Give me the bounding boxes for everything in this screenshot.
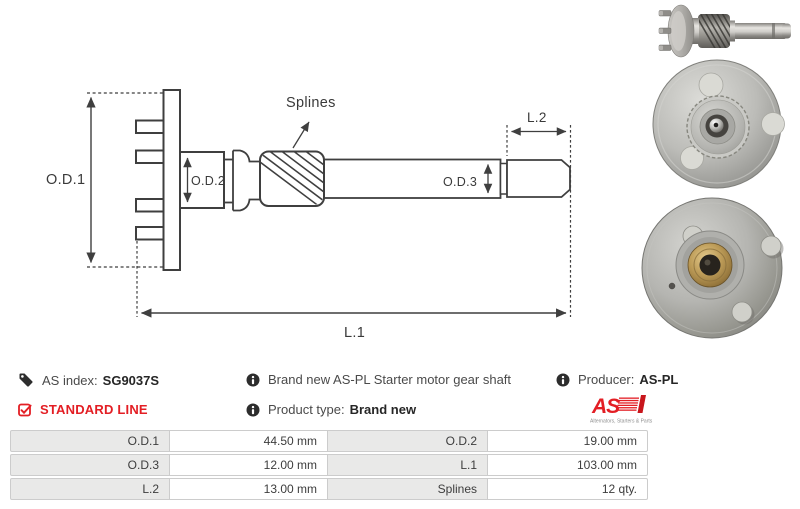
product-type-row: Product type: Brand new [246, 402, 416, 417]
info-icon [246, 373, 260, 386]
spec-value: 12.00 mm [170, 454, 328, 476]
shaft-outline [309, 158, 502, 199]
description-row: Brand new AS-PL Starter motor gear shaft [246, 372, 511, 387]
flange-rear-photo [641, 197, 784, 339]
shaft-end [499, 159, 571, 198]
splines-section [259, 150, 325, 207]
gear-shaft-photo [658, 4, 791, 58]
as-index-row: AS index: SG9037S [18, 372, 159, 388]
as-index-label: AS index: [42, 372, 98, 388]
table-row: L.2 13.00 mm Splines 12 qty. [10, 478, 648, 500]
spec-value: 19.00 mm [488, 430, 648, 452]
label-od2: O.D.2 [191, 174, 225, 188]
producer-value: AS-PL [639, 372, 679, 387]
spec-label: O.D.3 [10, 454, 170, 476]
checkbox-checked-icon [18, 403, 32, 416]
logo-stripes [616, 395, 646, 413]
spec-label: O.D.2 [328, 430, 488, 452]
table-row: O.D.1 44.50 mm O.D.2 19.00 mm [10, 430, 648, 452]
thrust-collar [232, 149, 261, 212]
technical-drawing: O.D.1 O.D.2 O.D.3 Splines L.2 L.1 [46, 89, 572, 341]
producer-label: Producer: [578, 372, 635, 387]
as-index-value: SG9037S [102, 372, 160, 388]
info-icon [246, 403, 260, 416]
standard-line-badge: STANDARD LINE [40, 402, 148, 417]
spec-value: 12 qty. [488, 478, 648, 500]
logo-text: AS [591, 395, 620, 418]
spec-label: L.2 [10, 478, 170, 500]
product-type-value: Brand new [349, 402, 417, 417]
flange-front-photo [652, 59, 785, 189]
product-description: Brand new AS-PL Starter motor gear shaft [268, 372, 512, 387]
label-l2: L.2 [527, 110, 547, 125]
tag-icon [19, 373, 33, 387]
label-od1: O.D.1 [46, 172, 85, 188]
specs-table: O.D.1 44.50 mm O.D.2 19.00 mm O.D.3 12.0… [10, 430, 648, 500]
splines-pointer-arrow [292, 121, 310, 149]
spec-value: 44.50 mm [170, 430, 328, 452]
standard-line-row: STANDARD LINE [18, 402, 148, 417]
spec-value: 103.00 mm [488, 454, 648, 476]
table-row: O.D.3 12.00 mm L.1 103.00 mm [10, 454, 648, 476]
as-pl-logo: AS Alternators, Starters & Parts [586, 394, 654, 431]
dimension-l2 [506, 125, 572, 317]
spec-label: Splines [328, 478, 488, 500]
dimension-od1 [86, 92, 163, 268]
label-l1: L.1 [344, 325, 365, 341]
product-type-label: Product type: [268, 402, 345, 417]
producer-row: Producer: AS-PL [556, 372, 678, 387]
spec-value: 13.00 mm [170, 478, 328, 500]
spec-label: L.1 [328, 454, 488, 476]
spec-label: O.D.1 [10, 430, 170, 452]
label-splines: Splines [286, 95, 336, 111]
info-icon [556, 373, 570, 386]
shaft-neck [224, 158, 233, 204]
as-pl-logo-graphic: AS Alternators, Starters & Parts [590, 395, 653, 425]
label-od3: O.D.3 [443, 175, 477, 189]
logo-tagline: Alternators, Starters & Parts [590, 419, 653, 425]
dimension-l1 [136, 241, 567, 318]
